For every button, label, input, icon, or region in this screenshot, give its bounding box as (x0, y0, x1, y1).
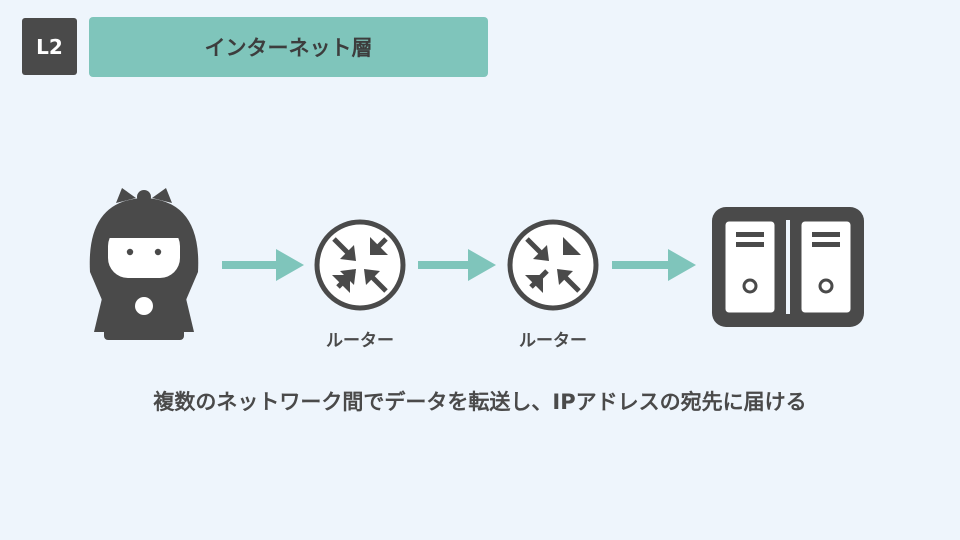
user-with-laptop-icon (89, 188, 199, 340)
server-icon (712, 207, 864, 327)
arrow-icon (612, 249, 696, 281)
arrow-icon (222, 249, 304, 281)
router-label: ルーター (519, 331, 587, 351)
layer-title: インターネット層 (89, 17, 488, 77)
arrow-icon (418, 249, 496, 281)
layer-description: 複数のネットワーク間でデータを転送し、IPアドレスの宛先に届ける (153, 390, 807, 414)
layer-badge: L2 (22, 18, 77, 75)
router-label: ルーター (326, 331, 394, 351)
router-icon (314, 219, 406, 311)
router-icon (507, 219, 599, 311)
